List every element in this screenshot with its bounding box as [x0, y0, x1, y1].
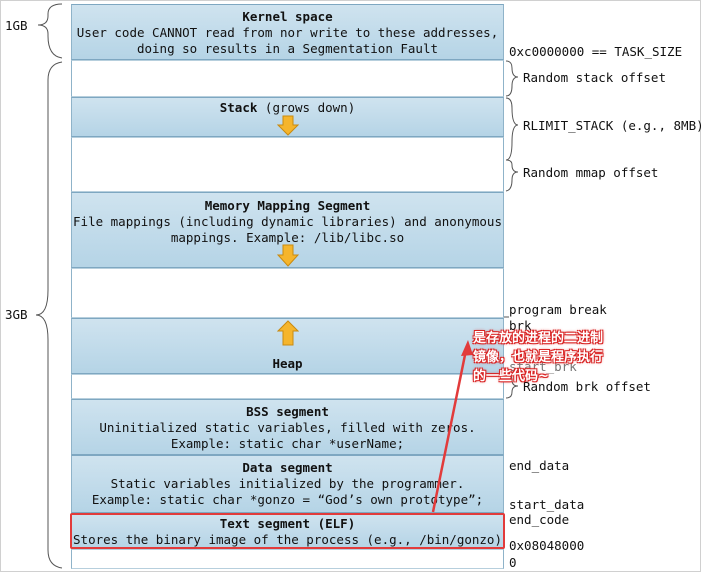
bss-line1: Uninitialized static variables, filled w… — [99, 420, 476, 435]
text-segment-highlight — [70, 513, 505, 549]
task-size-label: 0xc0000000 == TASK_SIZE — [509, 44, 683, 59]
text-line1: Stores the binary image of the process (… — [73, 532, 502, 547]
text-title: Text segment (ELF) — [219, 516, 356, 531]
brace-3gb — [35, 61, 63, 569]
random-brk-offset-label: Random brk offset — [523, 379, 651, 394]
start-data-label: start_data — [509, 497, 585, 512]
stack-title: Stack — [219, 100, 258, 115]
random-stack-offset-label: Random stack offset — [523, 70, 666, 85]
mmap-line2: mappings. Example: /lib/libc.so — [170, 230, 405, 245]
random-stack-gap — [71, 60, 504, 97]
heap-title: Heap — [272, 356, 303, 371]
brace-random-brk — [505, 374, 519, 399]
annotation-line3: 的一些代码~ — [473, 369, 549, 384]
reserved-gap — [71, 549, 504, 569]
bss-title: BSS segment — [246, 404, 329, 419]
label-1gb: 1GB — [5, 18, 28, 33]
unmapped-gap — [71, 268, 504, 318]
mmap-grows-down-arrow-icon — [277, 244, 299, 267]
kernel-space-line2: doing so results in a Segmentation Fault — [136, 41, 439, 56]
annotation-arrow-line — [431, 349, 468, 513]
end-data-label: end_data — [509, 458, 570, 473]
random-brk-gap — [71, 374, 504, 399]
brace-1gb — [37, 3, 63, 59]
end-code-label: end_code — [509, 512, 570, 527]
right-braces — [505, 60, 519, 399]
brace-random-stack — [505, 60, 519, 97]
heap-grows-up-arrow-icon — [277, 320, 299, 346]
bss-segment: BSS segment Uninitialized static variabl… — [71, 399, 504, 455]
annotation-line2: 镜像，也就是程序执行 — [473, 350, 604, 365]
stack-note: (grows down) — [257, 100, 356, 115]
data-line1: Static variables initialized by the prog… — [110, 476, 465, 491]
text-start-address-label: 0x08048000 — [509, 538, 585, 553]
label-3gb: 3GB — [5, 307, 28, 322]
random-mmap-offset-label: Random mmap offset — [523, 165, 659, 180]
brace-rlimit-stack — [505, 97, 519, 161]
brk-label: brk — [509, 318, 532, 333]
data-title: Data segment — [242, 460, 333, 475]
bss-line2: Example: static char *userName; — [170, 436, 405, 451]
program-break-label: program break — [509, 302, 607, 317]
text-segment-annotation: 是存放的进程的二进制 镜像，也就是程序执行 的一些代码~ — [473, 329, 603, 386]
mmap-title: Memory Mapping Segment — [204, 198, 371, 213]
annotation-line1: 是存放的进程的二进制 — [473, 331, 604, 346]
kernel-space-line1: User code CANNOT read from nor write to … — [76, 25, 499, 40]
kernel-space-segment: Kernel space User code CANNOT read from … — [71, 4, 504, 60]
rlimit-stack-label: RLIMIT_STACK (e.g., 8MB) — [523, 118, 701, 133]
random-mmap-gap — [71, 137, 504, 192]
left-braces — [35, 3, 63, 569]
data-line2: Example: static char *gonzo = “God’s own… — [91, 492, 484, 507]
brace-random-mmap — [505, 159, 519, 192]
stack-grows-down-arrow-icon — [277, 115, 299, 136]
data-segment: Data segment Static variables initialize… — [71, 455, 504, 513]
annotation-arrowhead-icon — [461, 340, 473, 356]
mmap-line1: File mappings (including dynamic librari… — [73, 214, 502, 229]
start-brk-label: start_brk — [509, 359, 577, 374]
zero-address-label: 0 — [509, 555, 517, 570]
kernel-space-title: Kernel space — [242, 9, 333, 24]
